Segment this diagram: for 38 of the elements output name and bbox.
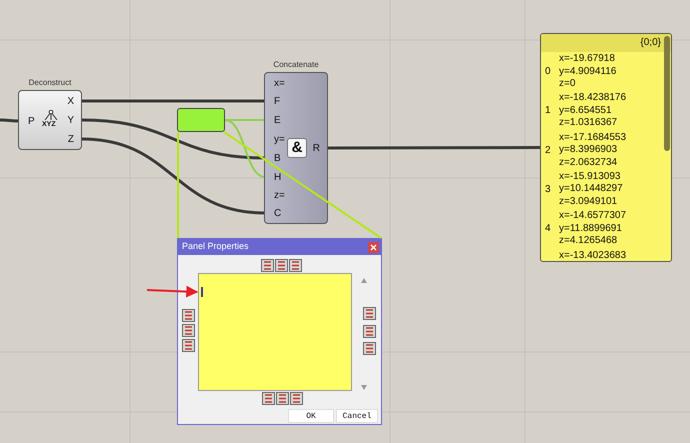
- wire: [82, 138, 266, 214]
- panel-block: [177, 108, 225, 132]
- wire: [224, 119, 266, 178]
- text-area: [198, 273, 352, 391]
- component-title: Concatenate: [273, 60, 319, 69]
- index-number: 0: [545, 66, 551, 77]
- port-label: Y: [63, 112, 82, 128]
- port-label: P: [19, 113, 41, 129]
- ok-button: OK: [288, 409, 334, 423]
- port-label: C: [265, 205, 293, 221]
- port-label: X: [63, 93, 82, 109]
- port-label: x=: [265, 75, 293, 91]
- index-number: 2: [545, 144, 551, 156]
- port-label: F: [265, 93, 293, 109]
- data-panel: [540, 33, 672, 262]
- component-title: Deconstruct: [28, 78, 72, 87]
- index-number: 3: [545, 184, 551, 195]
- port-label: H: [265, 169, 293, 185]
- ampersand-symbol: &: [287, 138, 307, 158]
- dialog-window: [177, 238, 382, 425]
- index-number: 1: [545, 105, 551, 116]
- wire: [0, 118, 20, 122]
- wire: [328, 146, 540, 150]
- port-label: R: [305, 140, 328, 156]
- port-label: E: [265, 112, 293, 128]
- wire: [82, 100, 265, 102]
- cancel-button: Cancel: [336, 409, 378, 423]
- wire: [82, 118, 266, 160]
- arrow: [146, 286, 198, 298]
- leader-line: [223, 131, 382, 239]
- dialog-title: Panel Properties: [182, 241, 249, 251]
- branch-path: {0;0}: [640, 37, 661, 48]
- port-label: z=: [265, 187, 293, 203]
- value-text: x=-13.4023683: [559, 250, 628, 261]
- leader-line: [177, 132, 179, 238]
- port-label: Z: [63, 131, 82, 147]
- index-number: 4: [545, 223, 551, 234]
- wire: [225, 119, 265, 121]
